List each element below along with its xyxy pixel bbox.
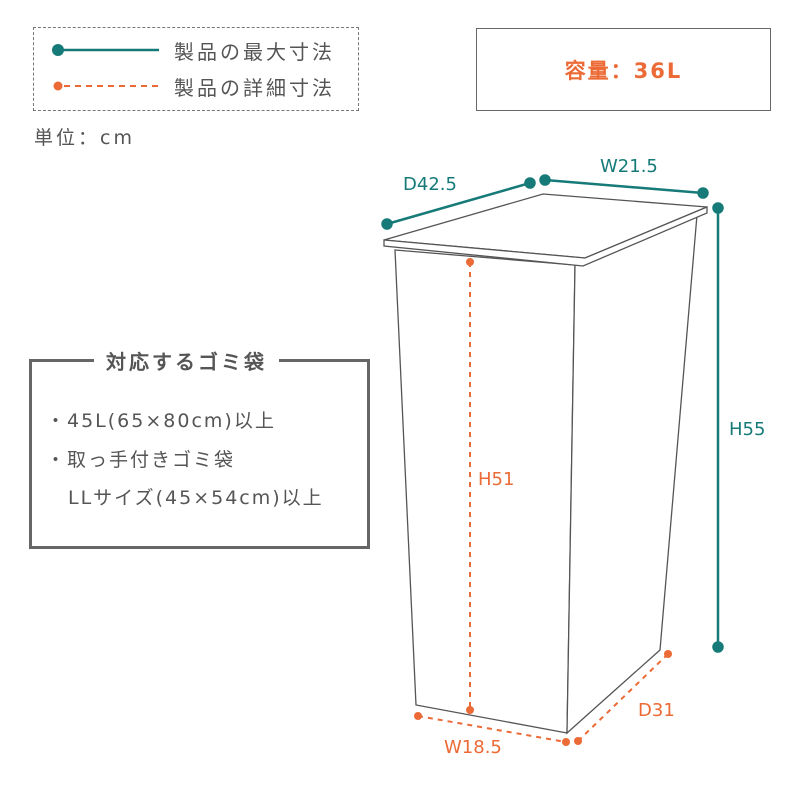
height-max-label: H55: [729, 419, 765, 440]
compatible-bags-box: 対応するゴミ袋 ・45L(65×80cm)以上 ・取っ手付きゴミ袋 LLサイズ(…: [29, 346, 370, 549]
legend-detail: 製品の詳細寸法: [34, 72, 358, 100]
bag-item: ・45L(65×80cm)以上: [46, 410, 276, 432]
bin-side-face: [566, 213, 698, 735]
legend-max-label: 製品の最大寸法: [174, 40, 335, 64]
legend-max: 製品の最大寸法: [34, 36, 358, 64]
legend-box: 製品の最大寸法 製品の詳細寸法: [33, 27, 359, 111]
bin-lid-edge: [383, 206, 708, 267]
bags-title: 対応するゴミ袋: [94, 346, 279, 375]
width-max-label: W21.5: [600, 156, 658, 177]
depth-bottom-label: D31: [638, 700, 675, 721]
depth-max-label: D42.5: [403, 174, 457, 195]
detail-dimension-lines: [417, 262, 669, 743]
trash-bin-drawing: [383, 193, 708, 735]
height-inner-label: H51: [478, 469, 514, 490]
max-dimension-lines: [381, 174, 724, 653]
bin-front-face: [394, 249, 576, 734]
legend-detail-label: 製品の詳細寸法: [174, 76, 335, 100]
dashed-line-icon: [53, 81, 159, 91]
bag-item: ・取っ手付きゴミ袋: [46, 449, 236, 471]
solid-line-icon: [52, 44, 159, 56]
capacity-box: 容量：36L: [476, 28, 771, 111]
bag-item: LLサイズ(45×54cm)以上: [68, 487, 324, 509]
unit-label: 単位：cm: [34, 127, 135, 149]
width-bottom-label: W18.5: [444, 737, 502, 758]
